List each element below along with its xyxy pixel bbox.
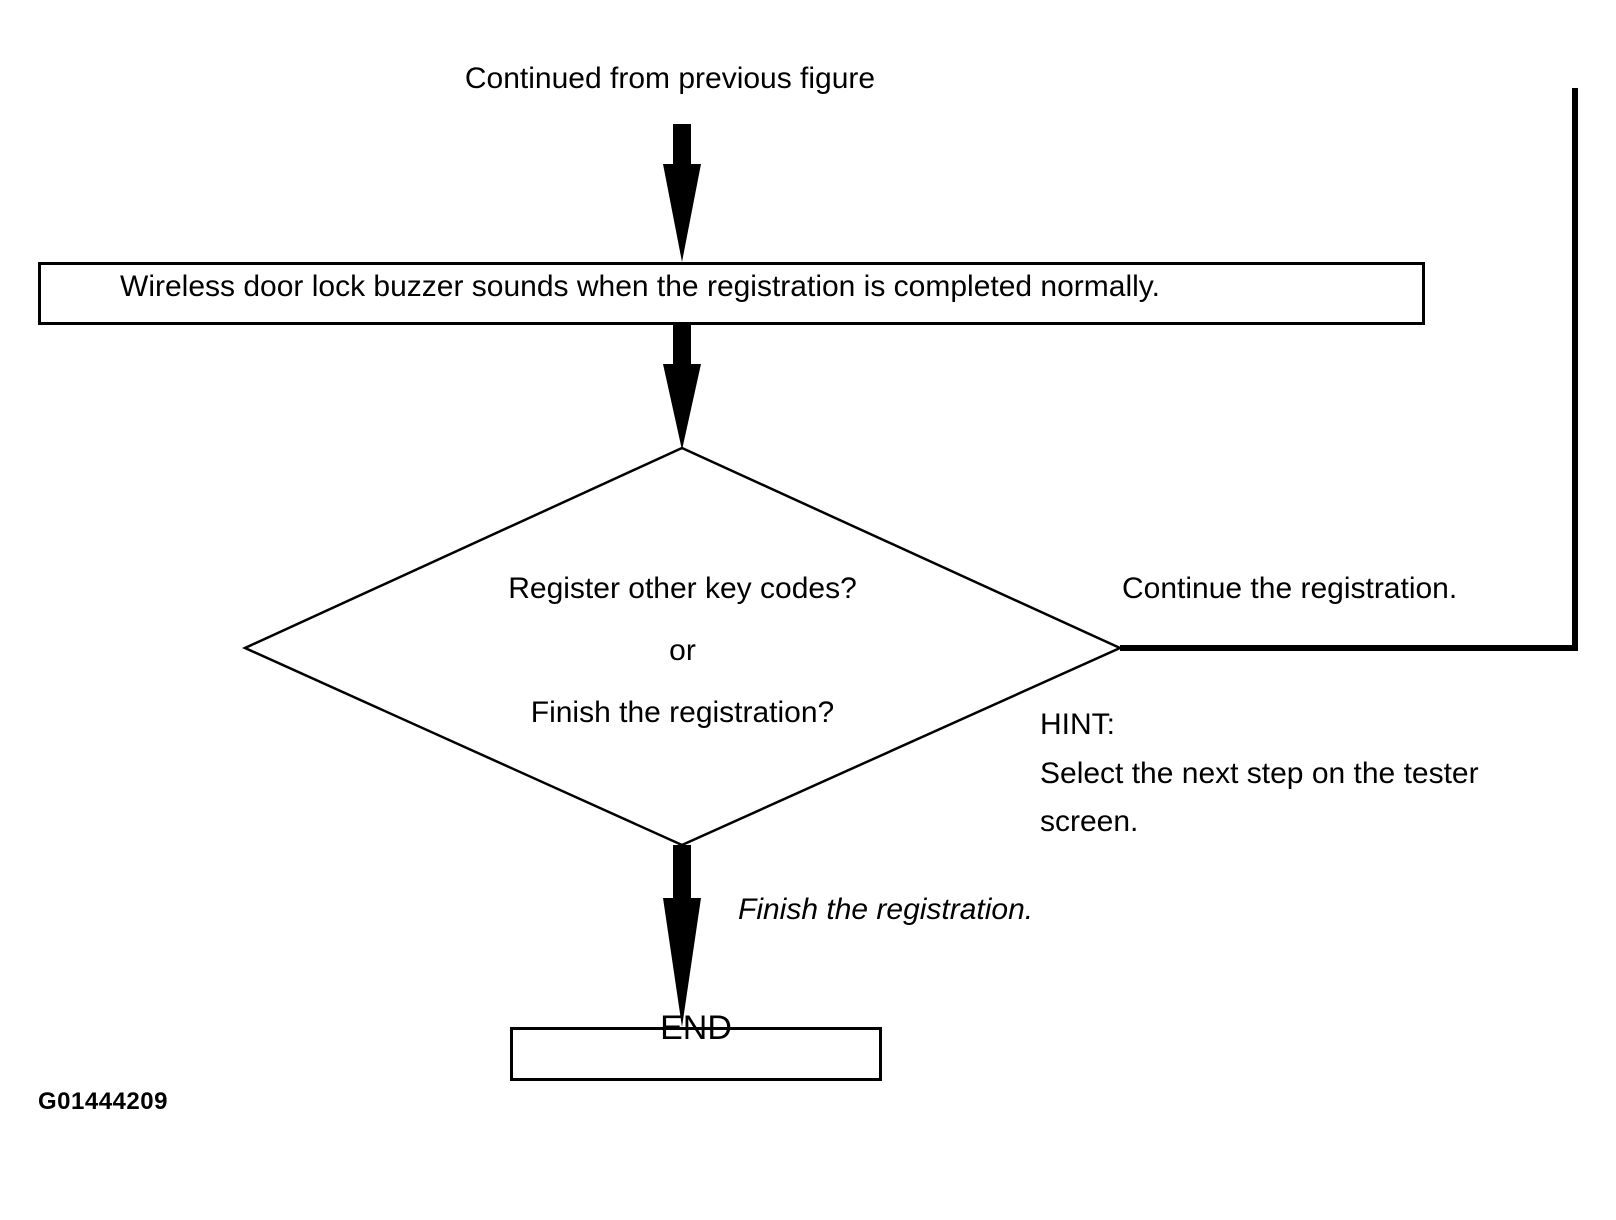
decision-conjunction: or bbox=[669, 634, 696, 667]
end-terminator-box bbox=[510, 1027, 882, 1081]
continue-branch-connector bbox=[1120, 88, 1578, 651]
figure-code-label: G01444209 bbox=[38, 1088, 168, 1115]
hint-text-line-2: screen. bbox=[1040, 805, 1139, 838]
continue-branch-label: Continue the registration. bbox=[1122, 572, 1458, 605]
arrow-down-to-decision bbox=[663, 325, 701, 450]
arrow-down-to-buzzer-box bbox=[663, 124, 701, 262]
continued-from-previous-figure-label: Continued from previous figure bbox=[464, 62, 876, 95]
decision-question-primary: Register other key codes? bbox=[508, 572, 857, 605]
end-terminator-text: END bbox=[660, 1009, 732, 1047]
buzzer-statement-box bbox=[38, 262, 1425, 325]
hint-title: HINT: bbox=[1040, 708, 1115, 741]
finish-branch-label: Finish the registration. bbox=[738, 893, 1034, 926]
buzzer-statement-text: Wireless door lock buzzer sounds when th… bbox=[120, 270, 1160, 303]
decision-question-secondary: Finish the registration? bbox=[530, 696, 835, 729]
hint-text-line-1: Select the next step on the tester bbox=[1040, 757, 1479, 790]
arrow-down-to-end-box bbox=[663, 845, 701, 1027]
